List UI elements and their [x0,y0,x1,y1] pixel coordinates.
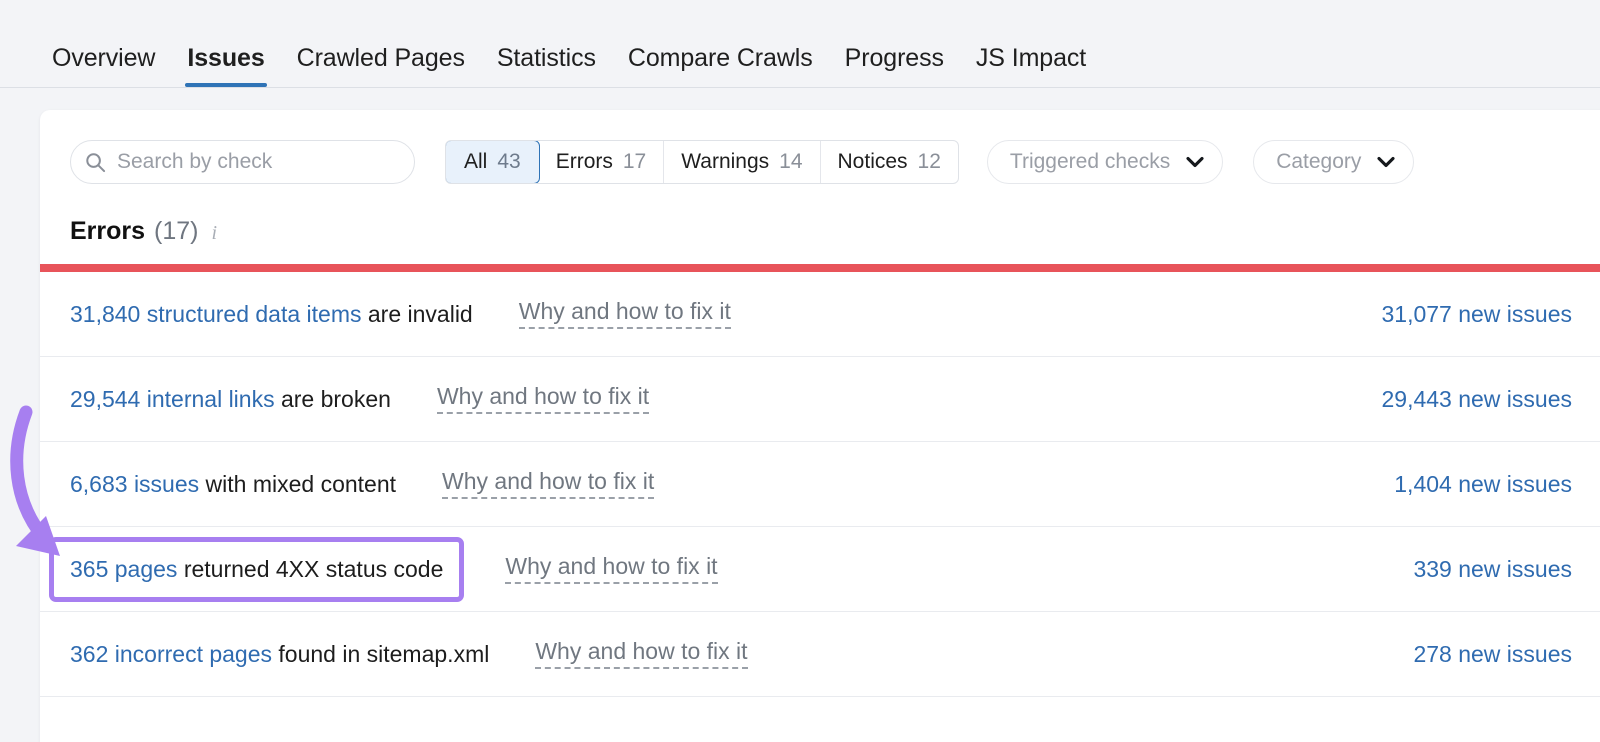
tab-label: Statistics [496,44,596,72]
new-issues-count[interactable]: 29,443 new issues [1381,385,1572,412]
tab-overview[interactable]: Overview [36,46,171,87]
issue-metric-link[interactable]: 6,683 issues [70,470,200,497]
tab-js-impact[interactable]: JS Impact [960,46,1102,87]
issue-title: 31,840 structured data items are invalid [70,301,473,328]
issue-description: are invalid [361,300,473,327]
tab-label: Compare Crawls [627,44,813,72]
filter-count: 17 [622,150,647,173]
tab-label: JS Impact [975,44,1087,72]
issue-metric-link[interactable]: 31,840 structured data items [70,300,362,327]
issue-description: returned 4XX status code [177,555,444,582]
new-issues-count[interactable]: 278 new issues [1413,640,1572,667]
search-input[interactable] [117,150,400,174]
issue-description: with mixed content [199,470,397,497]
filter-label: Notices [837,150,908,173]
chevron-down-icon [1377,150,1395,174]
filter-count: 14 [779,150,803,173]
why-and-how-to-fix-it-link[interactable]: Why and how to fix it [518,299,731,329]
tab-issues[interactable]: Issues [171,46,280,87]
main-tab-bar: Overview Issues Crawled Pages Statistics… [0,0,1600,88]
info-icon[interactable]: i [211,222,218,244]
issue-title: 6,683 issues with mixed content [70,471,396,498]
filter-warnings[interactable]: Warnings 14 [664,141,821,183]
category-dropdown[interactable]: Category [1253,140,1415,184]
issue-metric-link[interactable]: 365 pages [70,555,178,582]
table-row[interactable]: 29,544 internal links are broken Why and… [40,357,1600,442]
issue-description: found in sitemap.xml [272,640,490,667]
issue-title: 29,544 internal links are broken [70,386,391,413]
tab-crawled-pages[interactable]: Crawled Pages [281,46,481,87]
new-issues-count[interactable]: 339 new issues [1413,555,1572,582]
triggered-checks-dropdown[interactable]: Triggered checks [986,140,1224,184]
tab-statistics[interactable]: Statistics [481,46,612,87]
filter-label: Errors [555,150,613,173]
search-box[interactable] [70,140,415,184]
why-and-how-to-fix-it-link[interactable]: Why and how to fix it [505,554,718,584]
errors-count: (17) [154,217,199,245]
tab-label: Overview [52,44,156,72]
issue-title: 362 incorrect pages found in sitemap.xml [70,641,489,668]
issues-card: All 43 Errors 17 Warnings 14 Notices 12 … [40,110,1600,742]
tab-label: Issues [187,44,265,72]
filter-label: All [464,150,488,173]
severity-filter-group: All 43 Errors 17 Warnings 14 Notices 12 [445,140,959,184]
table-row[interactable]: 6,683 issues with mixed content Why and … [40,442,1600,527]
dropdown-label: Triggered checks [1009,150,1171,173]
issue-description: are broken [274,385,391,412]
table-row[interactable]: 31,840 structured data items are invalid… [40,272,1600,357]
chevron-down-icon [1186,150,1204,174]
tab-progress[interactable]: Progress [829,46,960,87]
issue-metric-link[interactable]: 362 incorrect pages [70,640,273,667]
tab-label: Crawled Pages [296,44,465,72]
filter-count: 43 [497,150,521,173]
new-issues-count[interactable]: 31,077 new issues [1381,300,1572,327]
filter-errors[interactable]: Errors 17 [539,141,665,183]
filter-all[interactable]: All 43 [445,141,540,183]
page-title: Errors [70,217,146,245]
filter-toolbar: All 43 Errors 17 Warnings 14 Notices 12 … [40,110,1600,184]
new-issues-count[interactable]: 1,404 new issues [1394,470,1572,497]
issue-metric-link[interactable]: 29,544 internal links [70,385,275,412]
table-row-highlighted[interactable]: 365 pages returned 4XX status code Why a… [40,527,1600,612]
tab-compare-crawls[interactable]: Compare Crawls [612,46,829,87]
filter-count: 12 [917,150,941,173]
why-and-how-to-fix-it-link[interactable]: Why and how to fix it [442,469,655,499]
table-row[interactable]: 362 incorrect pages found in sitemap.xml… [40,612,1600,697]
why-and-how-to-fix-it-link[interactable]: Why and how to fix it [535,639,748,669]
severity-bar [40,264,1600,272]
dropdown-label: Category [1276,150,1362,173]
search-icon [85,152,106,173]
tab-label: Progress [844,44,944,72]
why-and-how-to-fix-it-link[interactable]: Why and how to fix it [436,384,650,414]
issue-title: 365 pages returned 4XX status code [48,536,465,602]
errors-section-header: Errors (17) i [40,184,1600,246]
filter-notices[interactable]: Notices 12 [821,141,958,183]
filter-label: Warnings [681,150,770,173]
